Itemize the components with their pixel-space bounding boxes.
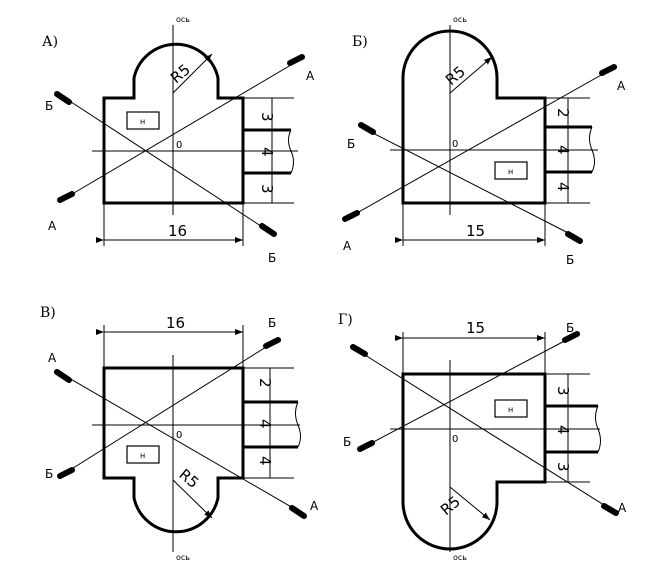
- panel-g-letter: Г): [338, 312, 353, 328]
- panel-b-dim-1: 2: [554, 108, 572, 118]
- panel-g-dim-1: 3: [554, 386, 572, 396]
- panel-g-sec-a1: А: [618, 501, 627, 515]
- panel-a-sec-b1: Б: [45, 99, 53, 113]
- panel-a: А) 3 4 3 16 ось 0 R5 н: [42, 15, 315, 265]
- panel-v-axis-label: ось: [176, 553, 190, 562]
- panel-v-radius: R5: [175, 465, 202, 492]
- panel-v-sec-b1: Б: [45, 467, 53, 481]
- panel-b-origin: 0: [452, 139, 458, 150]
- panel-g-radius: R5: [437, 492, 464, 519]
- panel-g-dim-2: 4: [554, 425, 572, 435]
- panel-v-letter: В): [40, 305, 56, 321]
- panel-v-sec-a2: А: [310, 499, 319, 513]
- panel-g-sec-b1: Б: [343, 435, 351, 449]
- panel-v-sec-b2: Б: [268, 316, 276, 330]
- panel-g-origin: 0: [452, 434, 458, 445]
- panel-a-sec-a1: А: [48, 219, 57, 233]
- panel-g-part-outline: [401, 372, 547, 551]
- panel-g-dim-3: 3: [554, 462, 572, 472]
- panel-a-part-outline: [102, 42, 245, 205]
- panel-a-radius: R5: [167, 60, 194, 87]
- panel-a-dim-3: 3: [258, 184, 276, 194]
- panel-v-width-dim: 16: [166, 314, 185, 332]
- panel-g-axis-label: ось: [453, 553, 467, 562]
- panel-v-dim-2: 4: [256, 419, 274, 429]
- panel-b-part-outline: [401, 29, 547, 205]
- panel-b: Б) 2 4 4 15 ось 0 R5 н А А Б Б: [342, 15, 626, 267]
- panel-g-box-label: н: [508, 405, 513, 414]
- panel-b-radius: R5: [442, 62, 469, 89]
- panel-v-part-outline: [102, 366, 245, 534]
- panel-v-dim-3: 4: [256, 456, 274, 466]
- panel-v-box-label: н: [140, 451, 145, 460]
- panel-b-sec-b1: Б: [347, 137, 355, 151]
- panel-v-dim-1: 2: [256, 378, 274, 388]
- panel-a-axis-label: ось: [176, 15, 190, 24]
- panel-b-axis-label: ось: [453, 15, 467, 24]
- panel-a-sec-b2: Б: [268, 251, 276, 265]
- panel-v-sec-a1: А: [48, 351, 57, 365]
- panel-g-sec-b2: Б: [566, 321, 574, 335]
- panel-g: Г) 3 4 3 15 ось 0 R5 н А Б Б: [338, 312, 627, 562]
- panel-a-box-label: н: [140, 117, 145, 126]
- panel-a-width-dim: 16: [168, 222, 187, 240]
- panel-b-width-dim: 15: [466, 222, 485, 240]
- panel-a-origin: 0: [176, 140, 182, 151]
- panel-b-sec-a1: А: [343, 239, 352, 253]
- panel-a-sec-a2: А: [306, 69, 315, 83]
- panel-a-dim-1: 3: [258, 112, 276, 122]
- panel-a-dim-2: 4: [258, 147, 276, 157]
- panel-b-sec-b2: Б: [566, 253, 574, 267]
- panel-b-dim-3: 4: [554, 182, 572, 192]
- panel-v-origin: 0: [176, 430, 182, 441]
- panel-v: В) 2 4 4 16 ось 0 R5 н А А Б Б: [40, 305, 319, 562]
- panel-b-box-label: н: [508, 167, 513, 176]
- panel-a-letter: А): [42, 34, 58, 50]
- panel-b-letter: Б): [352, 34, 368, 50]
- panel-g-width-dim: 15: [466, 319, 485, 337]
- panel-b-sec-a2: А: [617, 79, 626, 93]
